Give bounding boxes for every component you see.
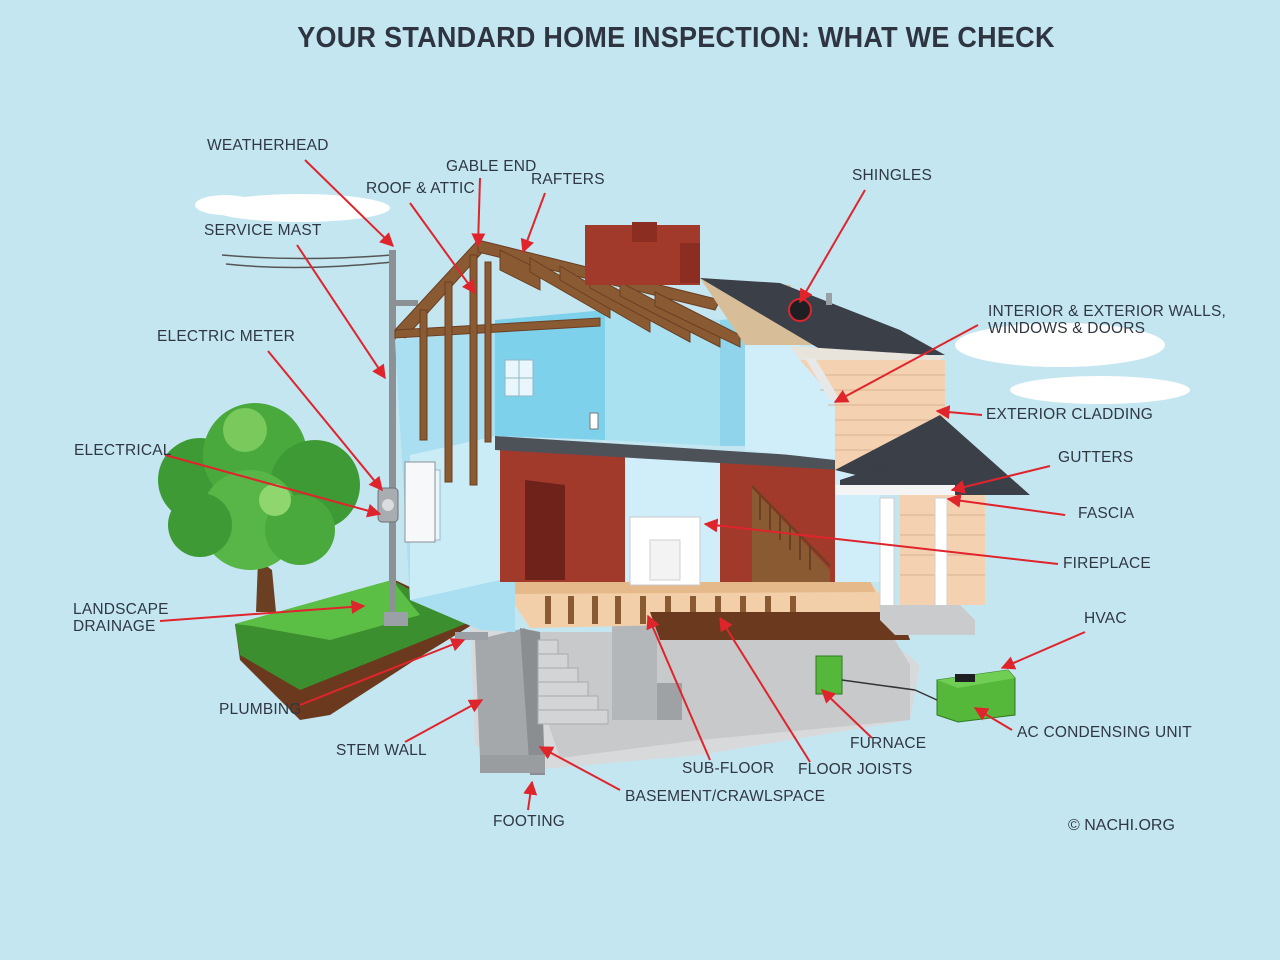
label-shingles: SHINGLES: [852, 167, 932, 184]
label-electrical: ELECTRICAL: [74, 442, 172, 459]
label-roof-attic: ROOF & ATTIC: [366, 180, 475, 197]
label-fascia: FASCIA: [1078, 505, 1135, 522]
label-plumbing: PLUMBING: [219, 701, 302, 718]
label-gutters: GUTTERS: [1058, 449, 1134, 466]
power-lines: [221, 254, 393, 269]
chimney: [585, 222, 700, 285]
second-floor-slab: [495, 436, 840, 470]
label-walls-line2: WINDOWS & DOORS: [988, 320, 1146, 337]
label-electric-meter: ELECTRIC METER: [157, 328, 296, 345]
basement: [455, 620, 920, 775]
floor-structure: [498, 580, 910, 640]
copyright-notice: © NACHI.ORG: [1068, 817, 1175, 834]
tree-icon: [158, 403, 360, 612]
label-footing: FOOTING: [493, 813, 566, 830]
label-rafters: RAFTERS: [531, 171, 605, 188]
label-floor-joists: FLOOR JOISTS: [798, 761, 913, 778]
label-walls-line1: INTERIOR & EXTERIOR WALLS,: [988, 303, 1227, 320]
diagram-title: YOUR STANDARD HOME INSPECTION: WHAT WE C…: [297, 22, 1055, 54]
label-fireplace: FIREPLACE: [1063, 555, 1151, 572]
label-landscape-drainage-line2: DRAINAGE: [73, 618, 156, 635]
label-gable-end: GABLE END: [446, 158, 537, 175]
second-floor: [495, 310, 835, 460]
label-basement-crawlspace: BASEMENT/CRAWLSPACE: [625, 788, 826, 805]
label-landscape-drainage-line1: LANDSCAPE: [73, 601, 169, 618]
label-furnace: FURNACE: [850, 735, 927, 752]
roof: [700, 278, 945, 370]
electric-meter-icon: [377, 461, 436, 543]
ac-condensing-unit-icon: [914, 669, 1016, 723]
clouds: [195, 194, 1190, 404]
exterior-cladding: [800, 358, 1030, 635]
label-exterior-cladding: EXTERIOR CLADDING: [986, 406, 1154, 423]
label-sub-floor: SUB-FLOOR: [682, 760, 775, 777]
service-mast: [384, 250, 418, 626]
label-hvac: HVAC: [1084, 610, 1127, 627]
label-stem-wall: STEM WALL: [336, 742, 427, 759]
leader-arrows: [159, 159, 1086, 811]
label-weatherhead: WEATHERHEAD: [207, 137, 329, 154]
label-service-mast: SERVICE MAST: [204, 222, 322, 239]
first-floor: [500, 450, 880, 586]
lawn: [235, 580, 480, 720]
label-ac-condensing-unit: AC CONDENSING UNIT: [1017, 724, 1192, 741]
